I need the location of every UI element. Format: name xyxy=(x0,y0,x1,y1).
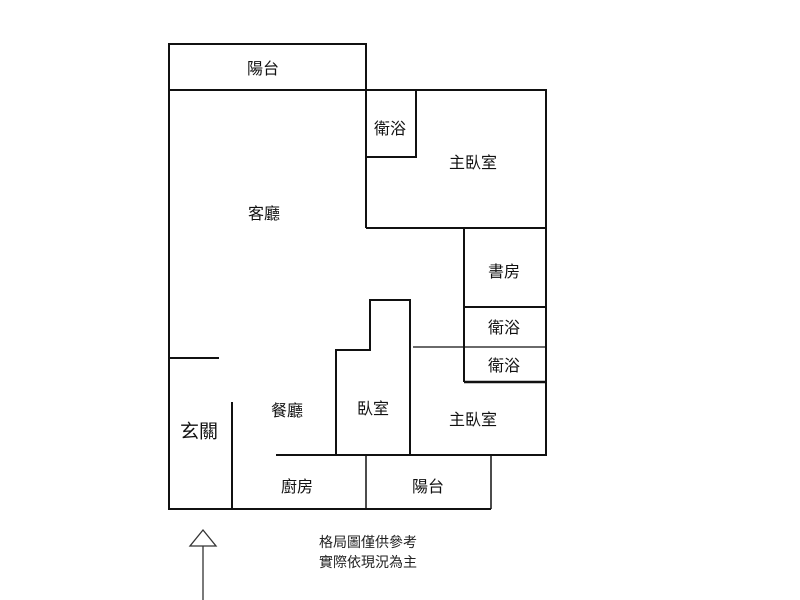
room-master-bedroom-top: 主臥室 xyxy=(448,153,498,172)
disclaimer-note: 格局圖僅供參考 實際依現況為主 xyxy=(319,533,417,573)
room-living-room: 客廳 xyxy=(247,204,281,223)
note-line-1: 格局圖僅供參考 xyxy=(319,535,417,551)
room-bath-top: 衛浴 xyxy=(373,119,407,138)
room-entrance: 玄關 xyxy=(179,420,219,443)
room-study: 書房 xyxy=(487,262,521,281)
room-bath-mid2: 衛浴 xyxy=(487,356,521,375)
room-dining-room: 餐廳 xyxy=(270,401,304,420)
room-bedroom: 臥室 xyxy=(356,399,390,418)
room-kitchen: 廚房 xyxy=(280,477,314,496)
room-bath-mid1: 衛浴 xyxy=(487,318,521,337)
note-line-2: 實際依現況為主 xyxy=(319,555,417,571)
room-balcony-bottom: 陽台 xyxy=(411,477,445,496)
room-master-bedroom-bottom: 主臥室 xyxy=(448,410,498,429)
room-balcony-top: 陽台 xyxy=(246,59,280,78)
north-arrow-icon xyxy=(188,528,218,600)
bedroom-wall xyxy=(335,299,411,455)
